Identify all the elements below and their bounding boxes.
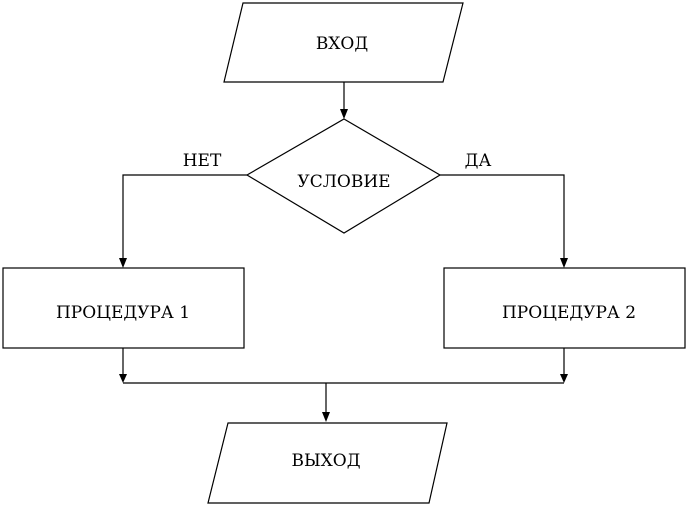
procedure2-label: ПРОЦЕДУРА 2 [502, 303, 636, 323]
input-node: ВХОД [223, 2, 464, 83]
output-node: ВЫХОД [207, 422, 448, 504]
edge-merge [119, 348, 568, 422]
yes-label: ДА [465, 151, 492, 171]
edge-input-to-condition [340, 82, 348, 119]
procedure1-node: ПРОЦЕДУРА 1 [2, 267, 245, 349]
procedure2-node: ПРОЦЕДУРА 2 [443, 267, 686, 349]
edge-yes-branch: ДА [440, 151, 568, 268]
edge-no-branch: НЕТ [119, 151, 247, 268]
condition-label: УСЛОВИЕ [297, 172, 390, 192]
input-label: ВХОД [316, 34, 368, 54]
procedure1-label: ПРОЦЕДУРА 1 [56, 303, 190, 323]
output-label: ВЫХОД [291, 451, 360, 471]
condition-node: УСЛОВИЕ [245, 118, 442, 234]
no-label: НЕТ [183, 151, 222, 171]
